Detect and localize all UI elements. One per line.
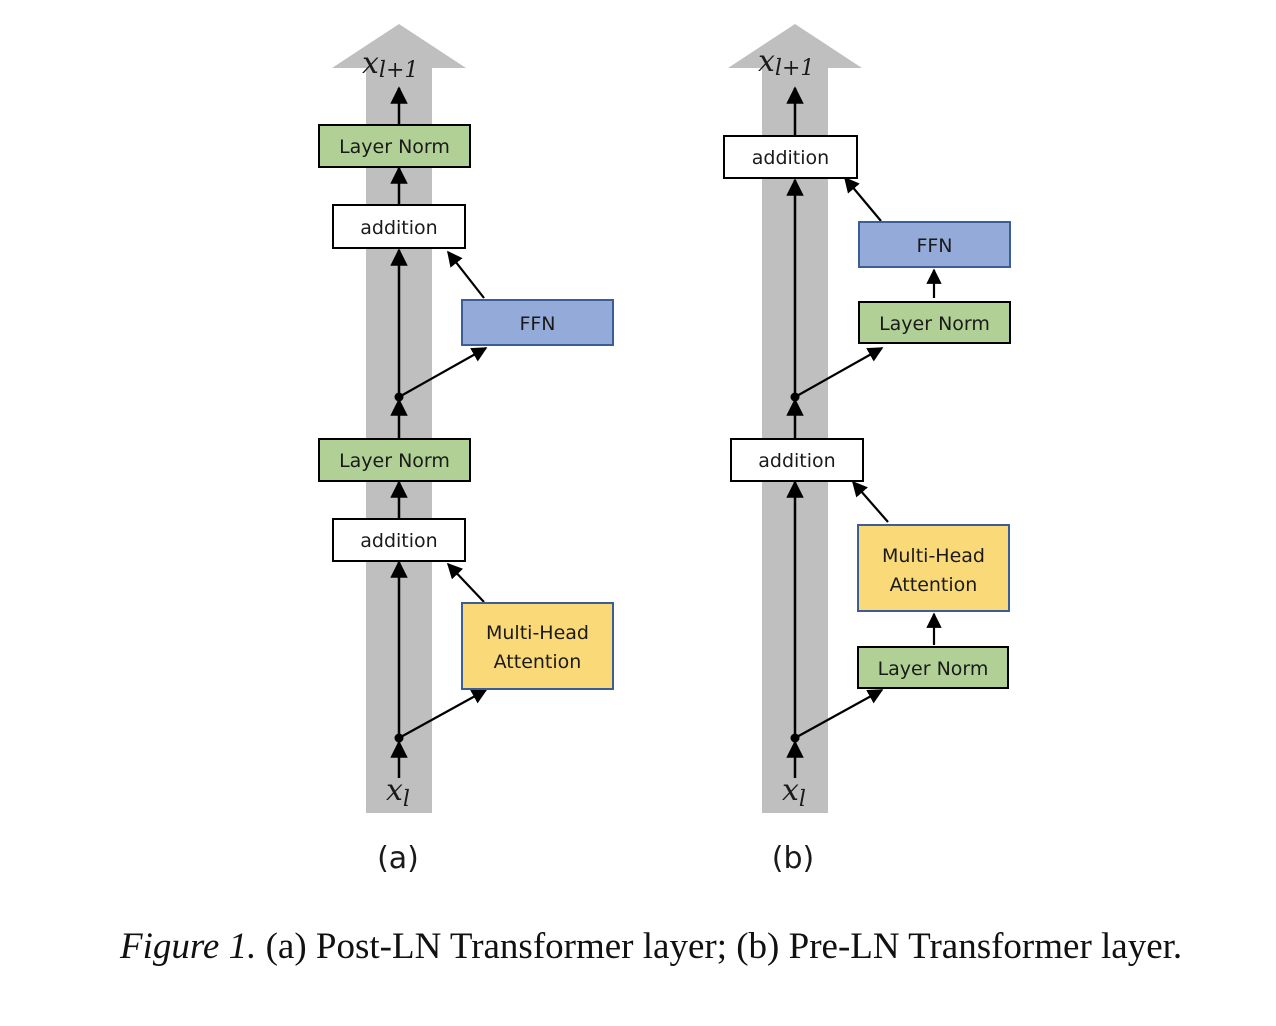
addition-box: addition (730, 438, 864, 482)
box-label-line: Multi-Head (882, 545, 985, 567)
panel-label: (a) (377, 841, 419, 876)
box-label: Layer Norm (339, 450, 450, 472)
arrow-ffn-to-add (447, 250, 485, 299)
arrow-to-ffn (398, 347, 488, 398)
box-label: FFN (916, 235, 952, 257)
input-label: xl (782, 773, 806, 812)
box-label-line: Multi-Head (486, 622, 589, 644)
layer-norm-box: Layer Norm (858, 301, 1011, 344)
box-label-line: Attention (890, 574, 978, 596)
box-label: addition (758, 450, 835, 472)
panel-b: xl+1 addition FFN Layer Norm addition (723, 24, 1011, 876)
ffn-box: FFN (858, 221, 1011, 268)
arrow-attention-to-add (446, 562, 485, 603)
box-label: addition (752, 147, 829, 169)
box-label: Layer Norm (339, 136, 450, 158)
arrow-attention-to-add (851, 480, 889, 523)
arrow-ffn-to-add (844, 176, 882, 222)
box-label: FFN (519, 313, 555, 335)
box-label-line: Attention (494, 651, 582, 673)
box-label: addition (360, 217, 437, 239)
output-label: xl+1 (758, 44, 814, 81)
ffn-box: FFN (461, 299, 614, 346)
box-label: Layer Norm (878, 658, 989, 680)
multi-head-attention-box: Multi-Head Attention (461, 602, 614, 690)
addition-box: addition (332, 204, 466, 249)
figure-number: Figure 1. (120, 926, 257, 967)
arrow-to-layer-norm (794, 347, 884, 398)
output-label: xl+1 (362, 46, 418, 83)
transformer-layer-diagram: xl+1 Layer Norm addition FFN (318, 24, 1011, 876)
layer-norm-box: Layer Norm (318, 124, 471, 168)
addition-box: addition (332, 518, 466, 562)
multi-head-attention-box: Multi-Head Attention (857, 524, 1010, 612)
box-label: Layer Norm (879, 313, 990, 335)
arrow-to-layer-norm (794, 689, 884, 739)
caption-text: (a) Post-LN Transformer layer; (b) Pre-L… (256, 926, 1183, 967)
arrow-to-attention (398, 689, 488, 739)
layer-norm-box: Layer Norm (318, 438, 471, 482)
addition-box: addition (723, 135, 858, 179)
input-label: xl (386, 773, 410, 812)
box-label: addition (360, 530, 437, 552)
figure-caption: Figure 1. (a) Post-LN Transformer layer;… (120, 922, 1220, 972)
panel-a: xl+1 Layer Norm addition FFN (318, 24, 614, 876)
panel-label: (b) (772, 841, 814, 876)
layer-norm-box: Layer Norm (857, 646, 1009, 689)
